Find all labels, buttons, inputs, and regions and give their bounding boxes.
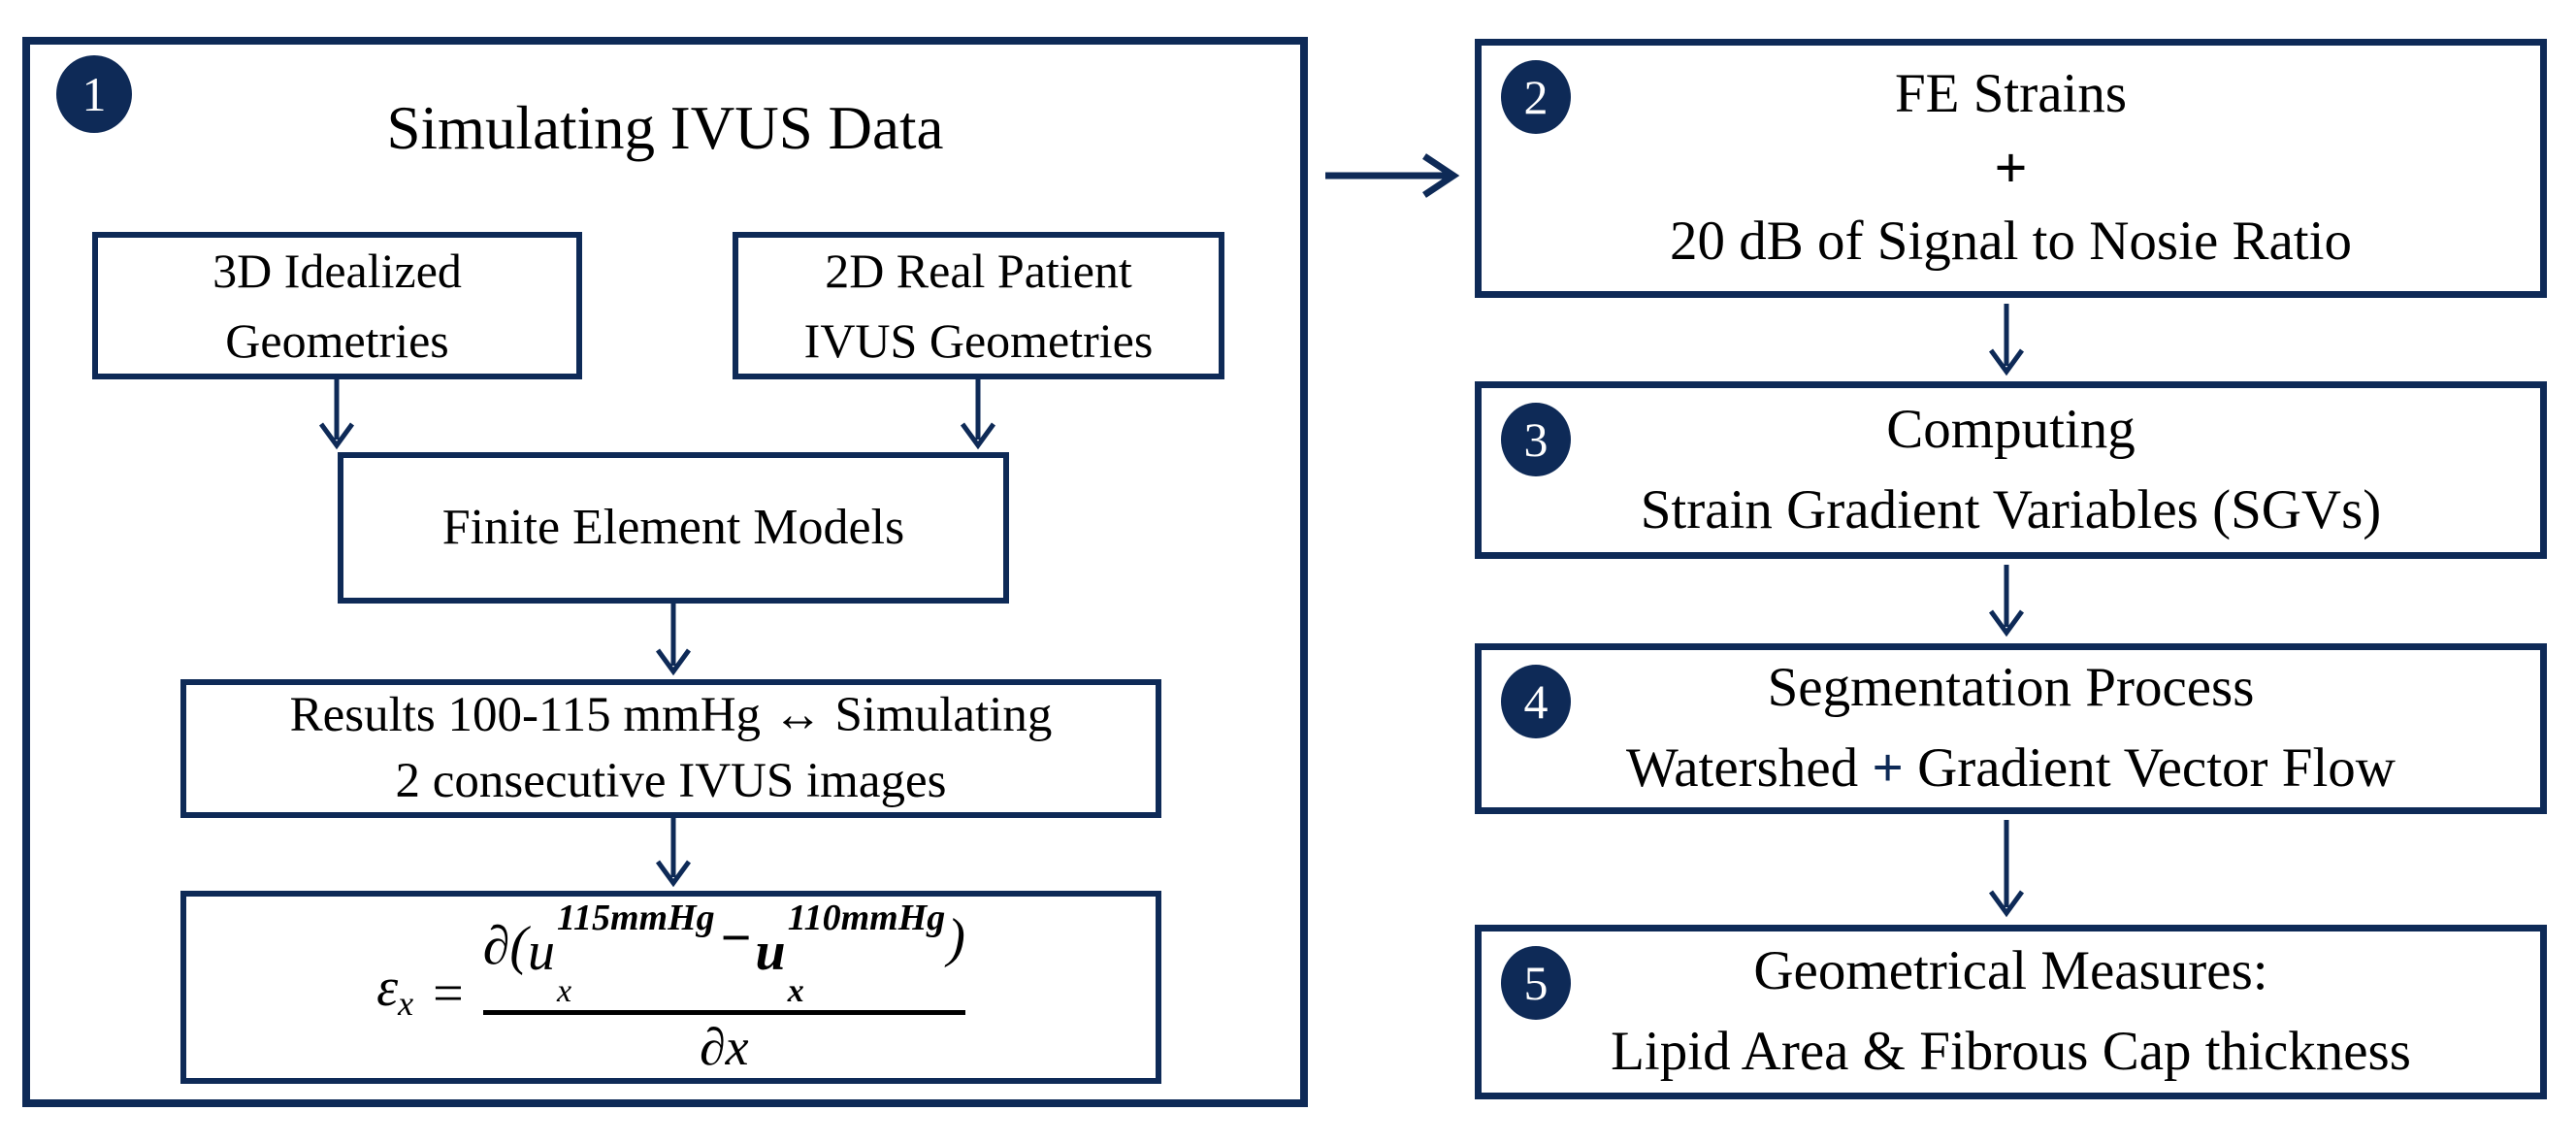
formula-equals: = — [433, 963, 464, 1024]
step-2-number: 2 — [1523, 70, 1549, 124]
formula-epsilon: ε — [376, 957, 399, 1018]
arrow-step3-to-step4-icon — [1983, 565, 2030, 638]
formula-u-first-sub: x — [557, 973, 572, 1009]
step3-line1: Computing — [1886, 398, 2136, 460]
step-1-badge: 1 — [56, 55, 132, 133]
formula-numerator: ∂( u 115mmHg x − u 110mmHg x — [482, 898, 965, 1008]
formula-u-first-sup: 115mmHg — [557, 898, 715, 938]
arrow-2d-to-fem-icon — [955, 379, 1001, 451]
formula-u-second-sub: x — [787, 973, 804, 1009]
step-5-number: 5 — [1523, 956, 1549, 1010]
results-line1: Results 100-115 mmHg ↔ Simulating — [289, 688, 1053, 743]
step-2-badge: 2 — [1501, 60, 1571, 134]
step2-plus: + — [1994, 136, 2028, 201]
box-3d-line2: Geometries — [225, 313, 449, 368]
step-1-number: 1 — [82, 67, 107, 121]
step-4-number: 4 — [1523, 674, 1549, 729]
box-step4-segmentation: 4 Segmentation Process Watershed + Gradi… — [1475, 643, 2547, 814]
formula-u-second: u — [755, 922, 786, 982]
box-step5-geometrical-measures: 5 Geometrical Measures: Lipid Area & Fib… — [1475, 925, 2547, 1099]
box-step2-fe-strains: 2 FE Strains + 20 dB of Signal to Nosie … — [1475, 39, 2547, 298]
results-line2: 2 consecutive IVUS images — [395, 753, 947, 808]
step-5-badge: 5 — [1501, 946, 1571, 1020]
formula-u-second-scripts: 110mmHg x — [788, 899, 946, 1008]
step4-line2-suffix: Gradient Vector Flow — [1917, 737, 2396, 799]
step3-line2: Strain Gradient Variables (SGVs) — [1640, 478, 2382, 540]
step4-line1: Segmentation Process — [1767, 657, 2255, 719]
formula-close-paren: ) — [947, 908, 965, 968]
formula-fraction-bar — [482, 1010, 965, 1015]
arrow-3d-to-fem-icon — [313, 379, 360, 451]
box-step3-computing-sgvs: 3 Computing Strain Gradient Variables (S… — [1475, 381, 2547, 559]
step-3-badge: 3 — [1501, 403, 1571, 476]
panel-title: Simulating IVUS Data — [386, 94, 944, 162]
step4-plus: + — [1872, 737, 1904, 799]
step5-line2: Lipid Area & Fibrous Cap thickness — [1611, 1021, 2411, 1082]
formula-partial-open: ∂( — [482, 916, 529, 976]
step5-line1: Geometrical Measures: — [1753, 940, 2268, 1002]
panel-simulating-ivus-data: 1 Simulating IVUS Data 3D Idealized Geom… — [22, 37, 1308, 1107]
box-finite-element-models: Finite Element Models — [338, 452, 1009, 604]
arrow-results-to-formula-icon — [650, 818, 697, 889]
fem-label: Finite Element Models — [441, 499, 905, 555]
step2-line2: 20 dB of Signal to Nosie Ratio — [1670, 210, 2352, 272]
formula-u-first-scripts: 115mmHg x — [557, 899, 715, 1008]
box-3d-line1: 3D Idealized — [212, 243, 462, 298]
arrow-step4-to-step5-icon — [1983, 820, 2030, 919]
box-2d-real-patient-geometries: 2D Real Patient IVUS Geometries — [733, 232, 1224, 379]
step2-line1: FE Strains — [1894, 63, 2128, 125]
arrow-fem-to-results-icon — [650, 604, 697, 677]
arrow-step2-to-step3-icon — [1983, 304, 2030, 377]
box-3d-idealized-geometries: 3D Idealized Geometries — [92, 232, 582, 379]
arrow-panel1-to-step2-icon — [1323, 151, 1469, 200]
box-2d-line1: 2D Real Patient — [825, 243, 1132, 298]
formula-u-second-sup: 110mmHg — [787, 898, 946, 938]
box-2d-line2: IVUS Geometries — [803, 313, 1154, 368]
step-3-number: 3 — [1523, 412, 1549, 467]
formula-epsilon-sub: x — [398, 983, 414, 1023]
formula-u-first: u — [528, 922, 556, 982]
formula-denominator: ∂x — [700, 1018, 749, 1076]
step4-line2-prefix: Watershed — [1626, 737, 1859, 799]
step-4-badge: 4 — [1501, 665, 1571, 738]
step4-line2: Watershed + Gradient Vector Flow — [1626, 729, 2396, 809]
box-results-mmhg: Results 100-115 mmHg ↔ Simulating 2 cons… — [180, 679, 1161, 818]
formula-minus: − — [720, 908, 752, 968]
formula-fraction: ∂( u 115mmHg x − u 110mmHg x — [482, 898, 965, 1077]
